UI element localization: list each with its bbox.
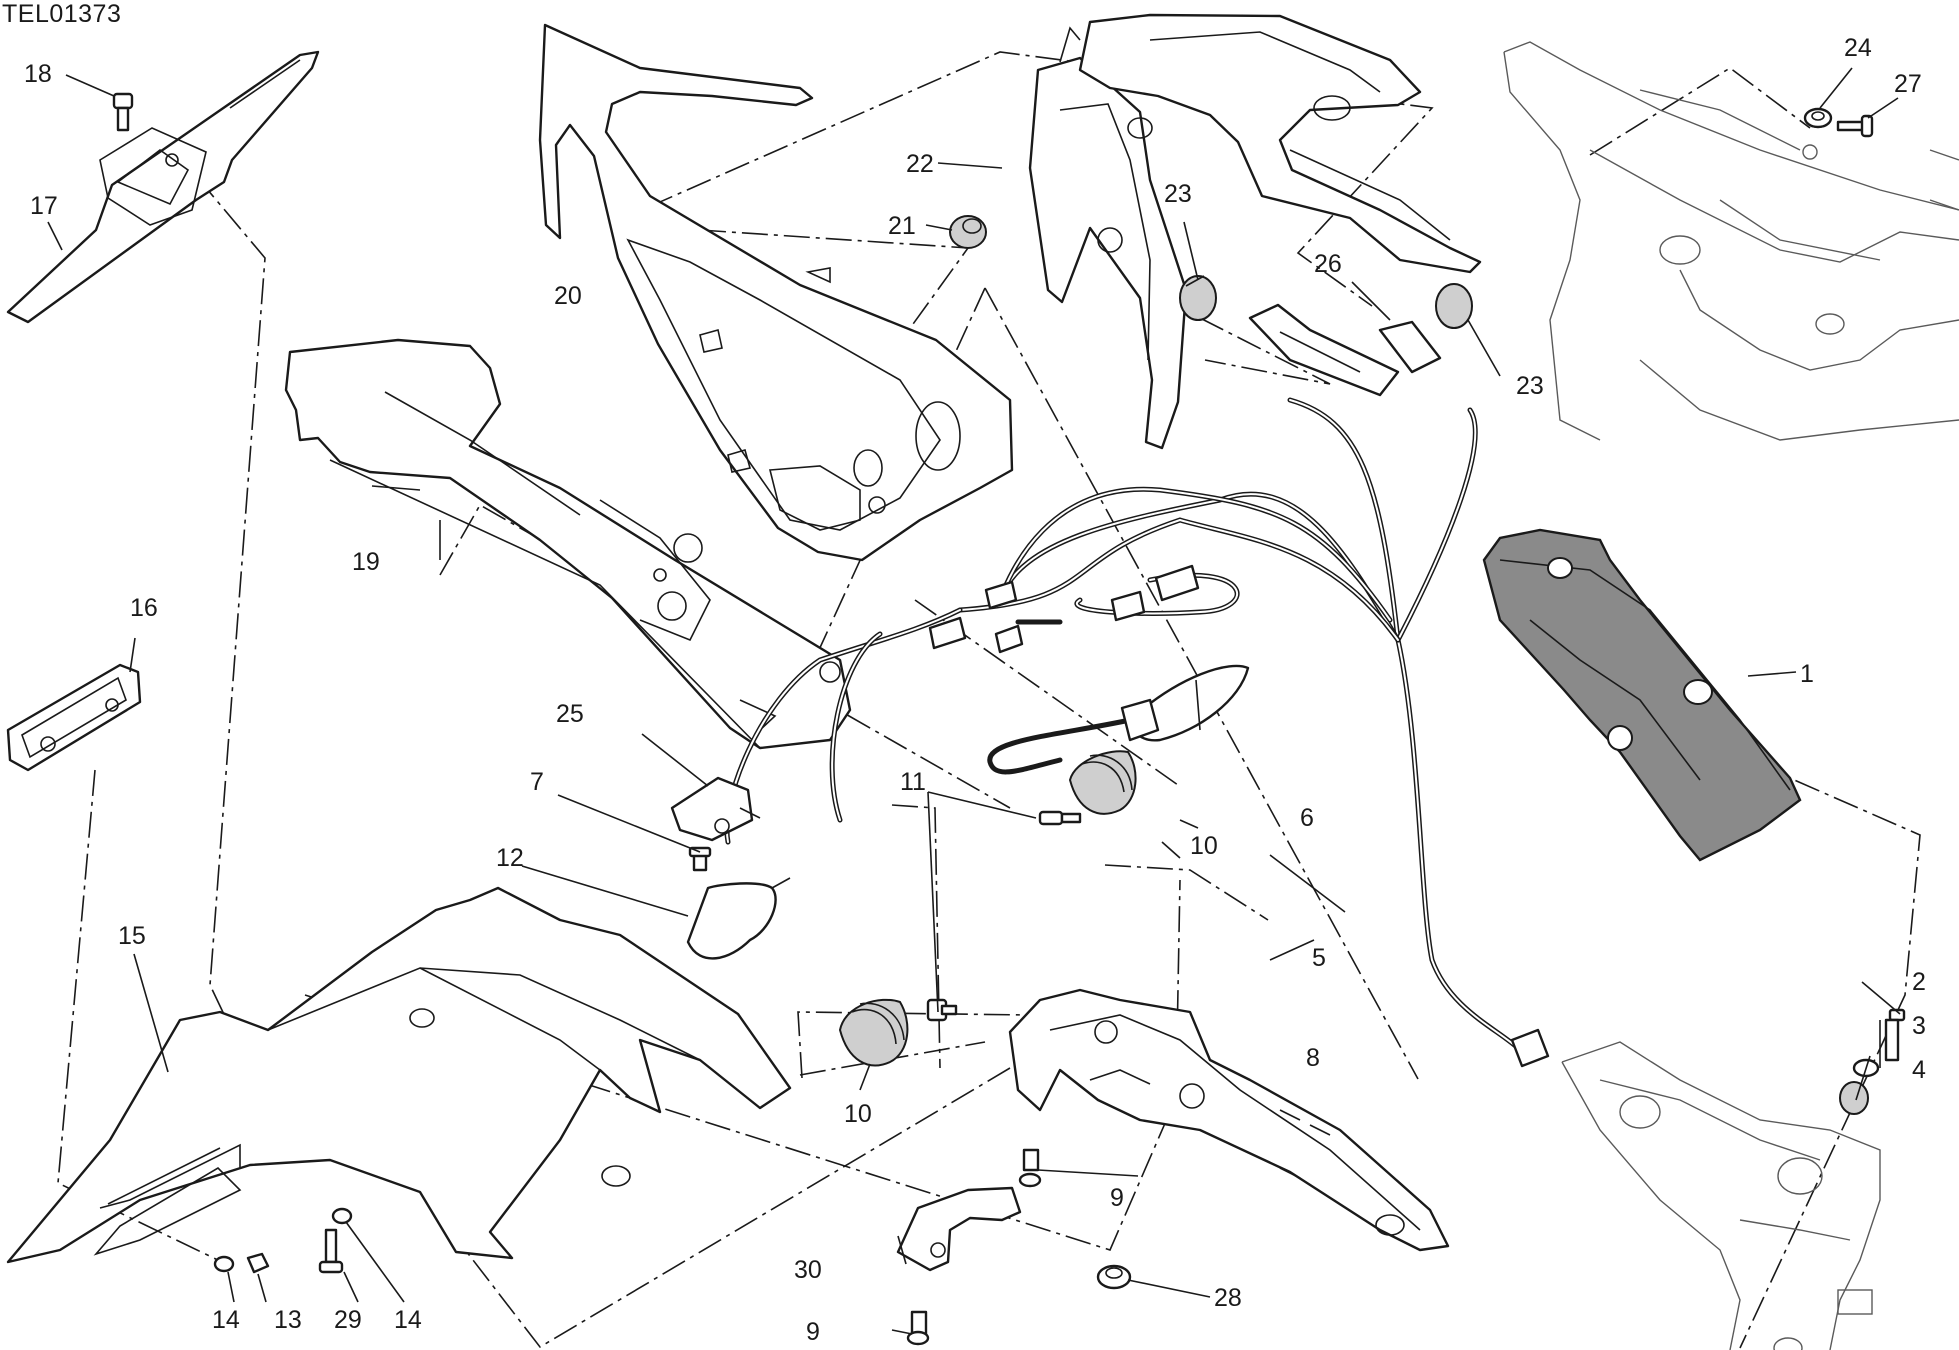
callout-27: 27 [1894, 70, 1922, 98]
turn-indicator [1120, 664, 1250, 742]
callout-14-right: 14 [394, 1306, 422, 1334]
callout-23-left: 23 [1164, 180, 1192, 208]
callout-22: 22 [906, 150, 934, 178]
callout-16: 16 [130, 594, 158, 622]
tail-frame [1078, 13, 1482, 274]
grommet-23-right [1435, 283, 1473, 329]
callout-23-right: 23 [1516, 372, 1544, 400]
callout-6: 6 [1300, 804, 1314, 832]
callout-4: 4 [1912, 1056, 1926, 1084]
frame-reference-top-right [1503, 41, 1959, 441]
callout-7: 7 [530, 768, 544, 796]
callout-2: 2 [1912, 968, 1926, 996]
screw-7 [688, 846, 712, 872]
callout-3: 3 [1912, 1012, 1926, 1040]
callout-9-lower: 9 [806, 1318, 820, 1346]
plate-holder [1008, 988, 1450, 1252]
grommet-21 [949, 215, 987, 249]
callout-5: 5 [1312, 944, 1326, 972]
fasteners-13-14-29 [213, 1207, 353, 1274]
indicator-rubber-10-top [1068, 750, 1137, 815]
screw-9-lower [906, 1310, 930, 1346]
callout-21: 21 [888, 212, 916, 240]
frame-reference-bottom-right [1561, 1041, 1881, 1350]
licence-plate-bracket [6, 50, 320, 324]
callout-15: 15 [118, 922, 146, 950]
subframe-cover [538, 23, 1014, 562]
reflector [6, 663, 142, 772]
callout-10-top: 10 [1190, 832, 1218, 860]
callout-25: 25 [556, 700, 584, 728]
grommet-4 [1839, 1081, 1869, 1115]
tail-light [1028, 26, 1188, 450]
callout-13: 13 [274, 1306, 302, 1334]
nut-28 [1096, 1264, 1132, 1290]
callout-11: 11 [900, 768, 926, 796]
callout-8: 8 [1306, 1044, 1320, 1072]
callout-1: 1 [1800, 660, 1814, 688]
callout-28: 28 [1214, 1284, 1242, 1312]
callout-24: 24 [1844, 34, 1872, 62]
callout-30: 30 [794, 1256, 822, 1284]
wiring-harness [724, 397, 1523, 1053]
plate-light-25 [670, 776, 761, 842]
screw-11 [926, 810, 1082, 1022]
callout-labels: 18 17 16 19 20 21 22 23 26 23 24 27 1 2 … [24, 34, 1926, 1346]
grommet-23-left [1179, 275, 1217, 321]
callout-29: 29 [334, 1306, 362, 1334]
screw-18 [112, 92, 134, 132]
harness-connectors [928, 564, 1550, 1068]
leader-lines [47, 67, 1901, 1335]
screw-2 [1884, 1008, 1906, 1062]
washer-24 [1803, 107, 1833, 129]
callout-26: 26 [1314, 250, 1342, 278]
callout-9-upper: 9 [1110, 1184, 1124, 1212]
hugger-body [284, 338, 852, 750]
connector-26 [1248, 303, 1442, 397]
screw-9-upper [1018, 1148, 1042, 1188]
cover-1 [1482, 528, 1802, 862]
screw-27 [1836, 114, 1874, 138]
callout-19: 19 [352, 548, 380, 576]
bracket-30 [896, 1186, 1022, 1272]
rear-hugger [6, 886, 792, 1264]
lens-12 [686, 877, 791, 960]
callout-14-left: 14 [212, 1306, 240, 1334]
callout-12: 12 [496, 844, 524, 872]
indicator-rubber-10-bottom [838, 998, 909, 1067]
drawing-code: TEL01373 [2, 0, 122, 28]
callout-20: 20 [554, 282, 582, 310]
callout-18: 18 [24, 60, 52, 88]
callout-10-bottom: 10 [844, 1100, 872, 1128]
callout-17: 17 [30, 192, 58, 220]
